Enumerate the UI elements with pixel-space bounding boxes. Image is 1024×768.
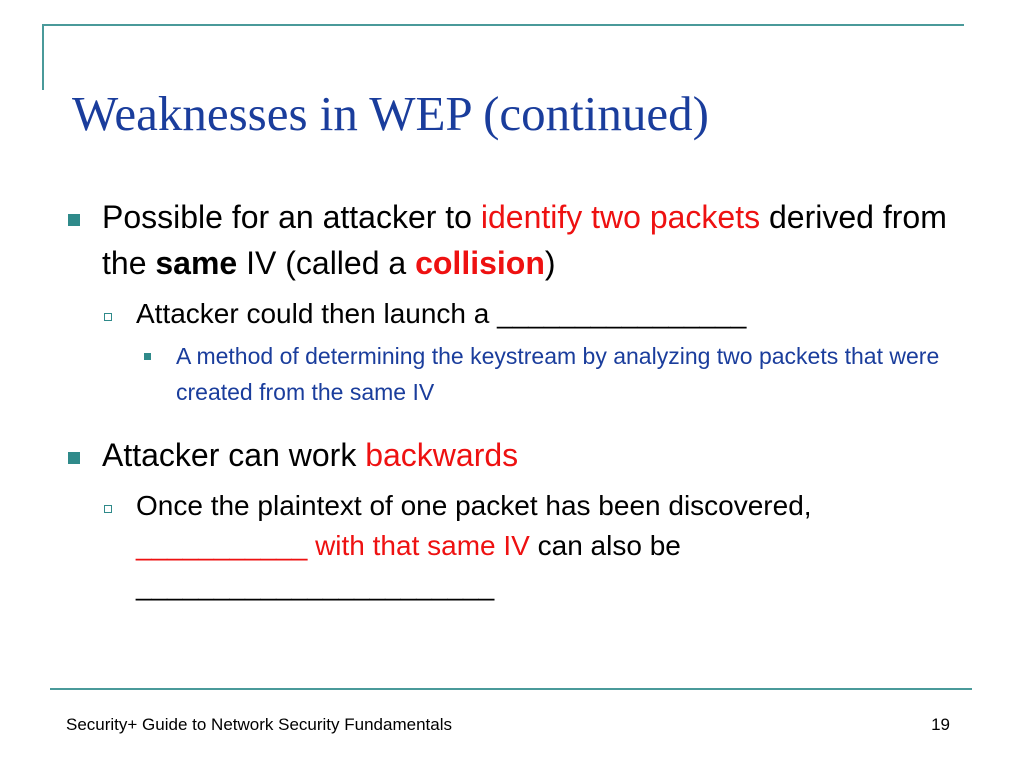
hollow-square-bullet-icon — [104, 313, 112, 321]
bullet-1-text-part: IV (called a — [237, 245, 416, 281]
sub-bullet-2-1-text-part: Once the plaintext of one packet has bee… — [136, 490, 812, 521]
bullet-2-text-part: Attacker can work — [102, 437, 366, 473]
hollow-square-bullet-icon — [104, 505, 112, 513]
bullet-1-text-part: Possible for an attacker to — [102, 199, 481, 235]
bullet-1: Possible for an attacker to identify two… — [64, 194, 984, 286]
bullet-1-highlight: identify two packets — [480, 199, 761, 235]
sub-bullet-1-1: Attacker could then launch a ___________… — [64, 294, 984, 334]
square-bullet-icon — [68, 214, 80, 226]
footer-divider — [50, 688, 972, 690]
sub-bullet-1-1-text: Attacker could then launch a ___________… — [136, 298, 747, 329]
sub-sub-bullet-1-1-1-text: A method of determining the keystream by… — [176, 343, 940, 405]
small-square-bullet-icon — [144, 353, 151, 360]
slide-title: Weaknesses in WEP (continued) — [72, 86, 709, 141]
slide-content: Possible for an attacker to identify two… — [64, 194, 984, 606]
frame-top-line — [42, 24, 964, 26]
footer-text: Security+ Guide to Network Security Fund… — [66, 715, 452, 734]
bullet-1-bold-same: same — [155, 245, 238, 281]
page-number: 19 — [931, 715, 950, 734]
bullet-2-highlight: backwards — [365, 437, 519, 473]
square-bullet-icon — [68, 452, 80, 464]
sub-bullet-2-1-text-part: can also be _______________________ — [136, 530, 681, 601]
bullet-2: Attacker can work backwards — [64, 432, 984, 478]
sub-sub-bullet-1-1-1: A method of determining the keystream by… — [64, 338, 984, 410]
bullet-1-text-part: derived from the — [102, 199, 947, 281]
bullet-1-text-part: ) — [544, 245, 556, 281]
frame-left-line — [42, 24, 44, 90]
sub-bullet-2-1-highlight: ___________ with that same IV — [136, 530, 530, 561]
sub-bullet-2-1: Once the plaintext of one packet has bee… — [64, 486, 984, 606]
bullet-1-collision: collision — [415, 245, 545, 281]
